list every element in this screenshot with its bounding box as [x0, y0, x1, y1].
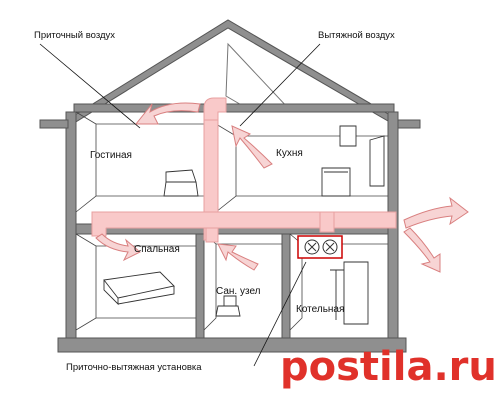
hood — [339, 125, 357, 147]
stove — [321, 167, 351, 197]
room-bedroom: Спальная — [134, 244, 180, 255]
duct-main — [91, 211, 397, 229]
room-kitchen: Кухня — [276, 148, 303, 159]
room-bathroom: Сан. узел — [216, 286, 261, 297]
label-unit: Приточно-вытяжная установка — [66, 362, 202, 373]
watermark-text: postila.ru — [280, 344, 496, 390]
callout-supply — [39, 43, 141, 129]
text-labels: Приточный воздух Вытяжной воздух Приточн… — [34, 30, 395, 373]
arrow-bath-exhaust — [217, 243, 259, 271]
callout-exhaust — [239, 43, 321, 127]
armchair — [163, 169, 199, 197]
label-exhaust-air: Вытяжной воздух — [318, 30, 395, 41]
arrow-out-2 — [403, 227, 441, 273]
attic-floor — [73, 103, 395, 113]
room-living: Гостиная — [90, 150, 132, 161]
left-wall — [65, 111, 77, 343]
duct-top-elbow — [203, 97, 227, 121]
airflow-arrows — [95, 102, 469, 273]
window — [369, 135, 385, 187]
bottom-partition-2 — [281, 233, 291, 339]
arrow-out-1 — [403, 196, 469, 229]
watermark: postila.ru — [280, 344, 496, 390]
arrow-bedroom-supply — [95, 233, 141, 262]
boiler-tank — [343, 261, 369, 325]
callout-unit — [253, 261, 307, 367]
duct-kitchen-drop — [319, 211, 335, 233]
furniture — [103, 125, 385, 325]
bottom-partition-1 — [195, 233, 205, 339]
room-boiler: Котельная — [296, 304, 344, 315]
eave-right — [397, 119, 421, 129]
callout-lines — [39, 43, 321, 367]
boiler-pipe — [330, 269, 344, 320]
duct-bath-drop — [205, 227, 219, 243]
arrow-kitchen-exhaust — [231, 125, 273, 169]
duct-system — [91, 97, 397, 259]
label-supply-air: Приточный воздух — [34, 30, 115, 41]
toilet — [215, 295, 241, 317]
eave-left — [39, 119, 69, 129]
bed — [103, 271, 175, 306]
ventilation-unit — [297, 235, 343, 259]
arrow-living-supply — [134, 102, 201, 125]
